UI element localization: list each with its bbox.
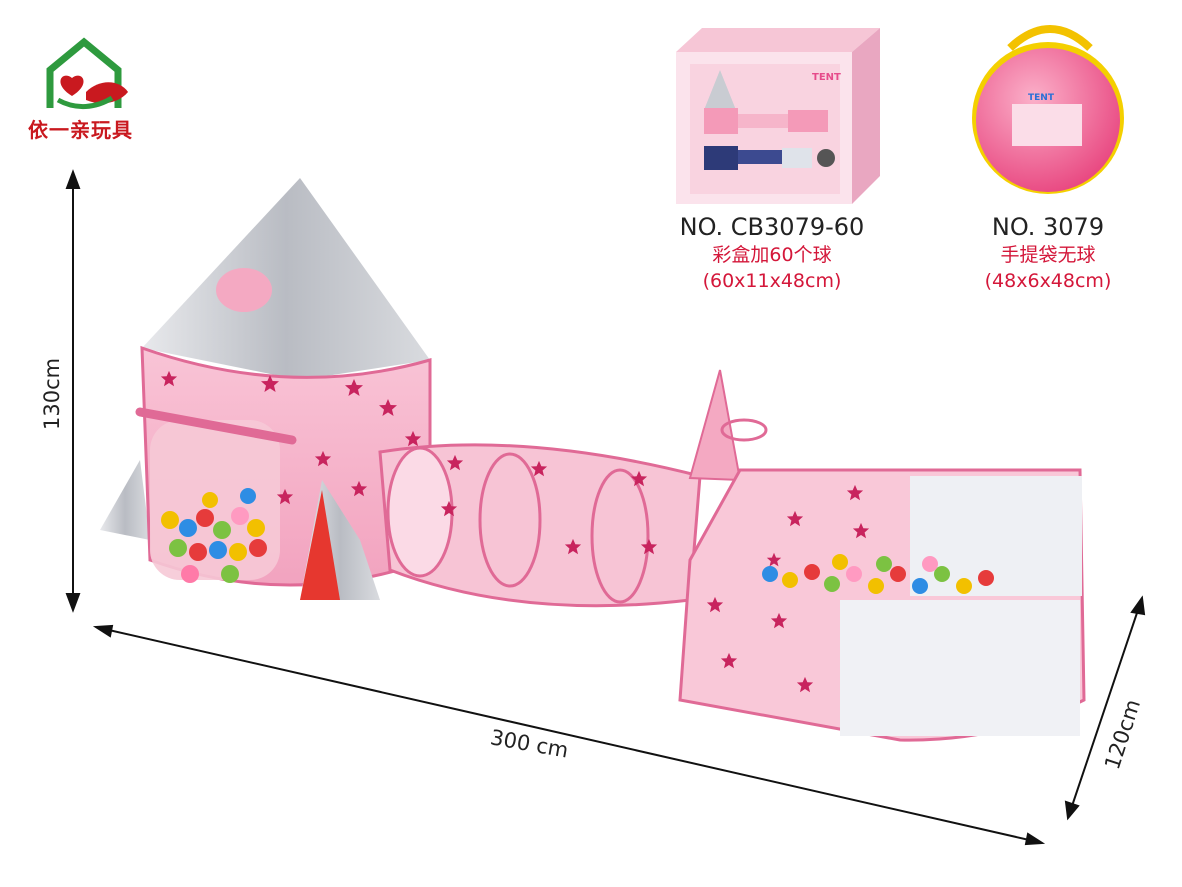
svg-text:TENT: TENT: [812, 72, 841, 83]
carry-bag-model-no: NO. 3079: [991, 213, 1105, 241]
balls-left: [161, 488, 267, 583]
depth-arrow: [1064, 595, 1146, 821]
color-box-model-no: NO. CB3079-60: [679, 213, 865, 241]
color-box-description: 彩盒加60个球: [712, 244, 832, 266]
width-arrow: [92, 624, 1046, 846]
brand-logo-text: 依一亲玩具: [28, 118, 133, 142]
brand-logo-icon: [46, 37, 128, 109]
color-box-size: (60x11x48cm): [702, 270, 842, 292]
carry-bag-size: (48x6x48cm): [984, 270, 1112, 292]
color-box-caption: NO. CB3079-60 彩盒加60个球 (60x11x48cm): [672, 212, 872, 294]
color-box-package-image: TENT: [676, 28, 880, 204]
ball-pit-image: [678, 369, 1086, 742]
balls-pit: [762, 554, 994, 594]
carry-bag-package-image: TENT: [972, 25, 1124, 194]
height-dimension-label: 130cm: [40, 357, 64, 430]
rocket-tent-image: [100, 178, 432, 600]
carry-bag-description: 手提袋无球: [1000, 244, 1096, 266]
svg-text:TENT: TENT: [1028, 93, 1055, 103]
tunnel-image: [378, 443, 702, 608]
height-arrow: [65, 169, 81, 613]
carry-bag-caption: NO. 3079 手提袋无球 (48x6x48cm): [968, 212, 1128, 294]
